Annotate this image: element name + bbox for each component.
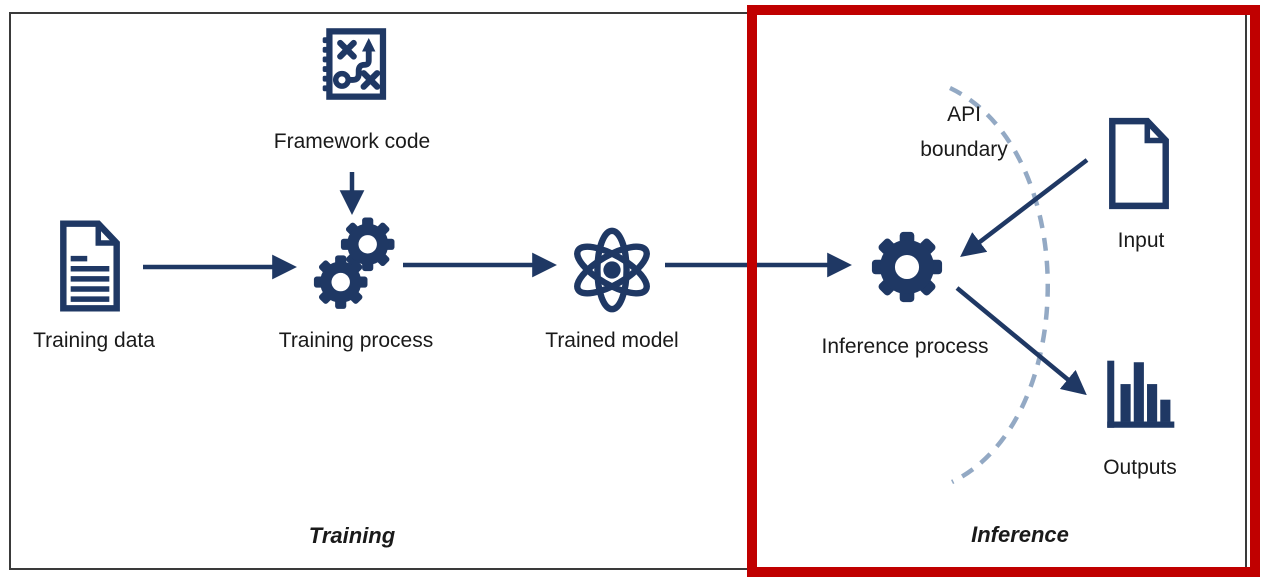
bar-chart-icon	[1107, 360, 1175, 428]
document-blank-icon	[1109, 117, 1169, 210]
double-gears-icon	[313, 217, 395, 309]
inference-highlight-border	[747, 5, 1260, 577]
document-text-icon	[60, 220, 120, 312]
inference-section-label: Inference	[971, 522, 1069, 547]
trained-model-label: Trained model	[545, 329, 679, 352]
api-boundary-arc	[949, 85, 1050, 485]
input-label: Input	[1117, 229, 1165, 252]
framework-code-label: Framework code	[273, 130, 431, 153]
arrow-inference-process-to-outputs	[955, 286, 1087, 396]
training-section-label: Training	[308, 523, 396, 548]
atom-icon	[574, 227, 650, 313]
api-boundary-label: API boundary	[920, 103, 1008, 161]
strategy-playbook-icon	[322, 28, 387, 100]
arrow-input-to-inference-process	[960, 158, 1089, 258]
outputs-label: Outputs	[1103, 456, 1177, 479]
diagram-frame	[9, 12, 1247, 570]
training-data-label: Training data	[33, 329, 155, 352]
training-process-label: Training process	[278, 329, 434, 352]
inference-process-label: Inference process	[821, 335, 989, 358]
